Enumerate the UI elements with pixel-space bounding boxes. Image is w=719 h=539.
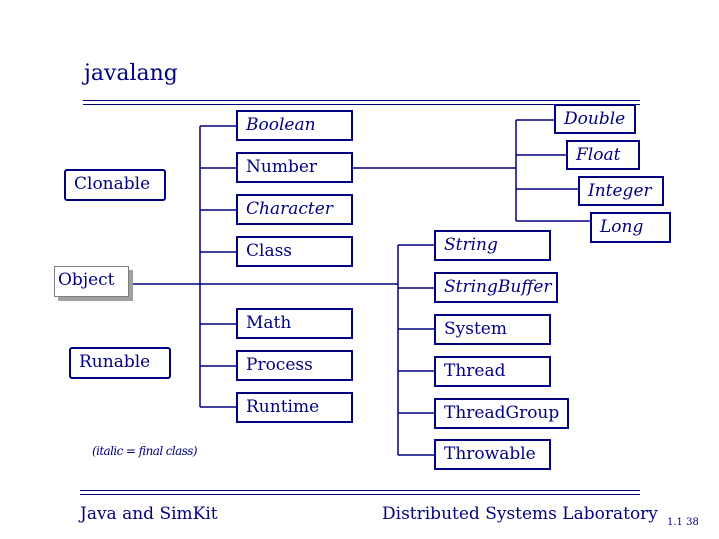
class-label-object: Object [58,270,115,290]
class-label-clonable: Clonable [74,174,151,194]
class-box-object: Object [54,266,129,297]
class-box-double: Double [554,104,636,134]
class-label-number: Number [246,157,318,177]
class-box-math: Math [236,308,353,339]
class-box-boolean: Boolean [236,110,353,141]
class-box-throwable: Throwable [434,439,551,470]
class-box-long: Long [590,212,671,243]
class-label-class: Class [246,241,293,261]
header-rule-top [83,100,640,101]
class-label-character: Character [246,199,333,219]
footer-rule-top [80,490,640,491]
class-box-character: Character [236,194,353,225]
legend-note: (italic = final class) [92,444,198,458]
class-box-clonable: Clonable [64,169,166,201]
class-box-runtime: Runtime [236,392,353,423]
class-label-runable: Runable [79,352,151,372]
class-label-float: Float [576,145,621,165]
header-rule-bottom [83,104,640,105]
class-box-float: Float [566,140,640,170]
class-box-stringbuffer: StringBuffer [434,272,558,303]
class-box-threadgroup: ThreadGroup [434,398,569,429]
footer-rule-bottom [80,494,640,495]
class-box-class: Class [236,236,353,267]
class-label-runtime: Runtime [246,397,320,417]
class-box-system: System [434,314,551,345]
class-label-stringbuffer: StringBuffer [444,277,552,297]
footer-left-text: Java and SimKit [80,504,218,524]
class-label-math: Math [246,313,292,333]
class-label-long: Long [600,217,644,237]
class-label-double: Double [564,109,626,129]
class-label-string: String [444,235,498,255]
slide-number: 1.1 38 [667,517,699,528]
class-label-boolean: Boolean [246,115,316,135]
class-label-process: Process [246,355,313,375]
class-box-integer: Integer [578,176,664,206]
class-label-threadgroup: ThreadGroup [444,403,560,423]
footer-right-text: Distributed Systems Laboratory [382,504,658,524]
page-title: javalang [84,61,178,86]
class-label-system: System [444,319,507,339]
class-label-thread: Thread [444,361,506,381]
class-box-runable: Runable [69,347,171,379]
class-box-string: String [434,230,551,261]
class-label-throwable: Throwable [444,444,536,464]
class-box-thread: Thread [434,356,551,387]
class-box-number: Number [236,152,353,183]
class-box-process: Process [236,350,353,381]
class-label-integer: Integer [588,181,652,201]
